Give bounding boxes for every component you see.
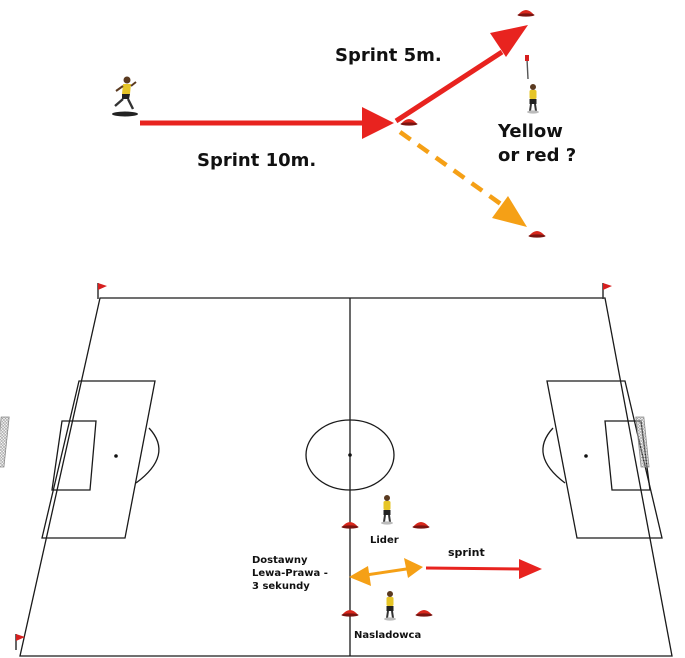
left-penalty-spot: [114, 454, 118, 458]
left-penalty-arc: [135, 427, 160, 484]
sprint-10m-arrowhead: [362, 107, 394, 139]
right-goal-area: [604, 420, 651, 491]
cone-icon: [341, 610, 359, 617]
shuffle-label-line1: Dostawny: [252, 555, 308, 566]
right-goal-net-icon: [635, 416, 650, 468]
left-goal-area: [51, 420, 97, 491]
sprint-5m-label: Sprint 5m.: [335, 45, 442, 66]
signal-player-icon: [525, 55, 540, 115]
cone-icon: [341, 522, 359, 529]
runner-player-icon: [112, 76, 138, 117]
sprint-arrowhead: [519, 559, 542, 579]
cone-icon: [415, 610, 433, 617]
leader-player-icon: [380, 494, 394, 526]
follower-label: Nasladowca: [354, 630, 422, 641]
corner-flag-top-right-icon: [602, 282, 613, 300]
sprint-10m-label: Sprint 10m.: [197, 150, 317, 171]
center-spot: [348, 453, 352, 457]
leader-label: Lider: [370, 535, 399, 546]
right-penalty-spot: [584, 454, 588, 458]
football-pitch: [19, 297, 673, 657]
right-penalty-area: [546, 380, 663, 539]
left-goal-net-icon: [0, 416, 10, 468]
decision-cone-icon: [400, 119, 418, 126]
alt-path-arrowhead: [492, 196, 527, 227]
sprint-label: sprint: [448, 546, 485, 559]
center-circle: [305, 419, 395, 491]
shuffle-label-line3: 3 sekundy: [252, 581, 310, 592]
yellow-target-cone-icon: [528, 231, 546, 238]
shuffle-arrow: [349, 558, 423, 586]
sprint-arrow-shaft: [425, 566, 523, 571]
corner-flag-top-left-icon: [97, 282, 108, 300]
cone-icon: [412, 522, 430, 529]
sprint-5m-arrow-shaft: [394, 49, 504, 124]
red-target-cone-icon: [517, 10, 535, 17]
pitch-outline: [19, 297, 673, 657]
decision-label-line2: or red ?: [498, 145, 577, 166]
shuffle-label-line2: Lewa-Prawa -: [252, 568, 328, 579]
sprint-5m-arrowhead: [490, 25, 528, 57]
left-penalty-area: [41, 380, 156, 539]
top-drill: [112, 10, 546, 238]
right-penalty-arc: [542, 427, 566, 484]
follower-player-icon: [383, 590, 397, 622]
decision-label-line1: Yellow: [498, 121, 563, 142]
alt-path-dashed-arrow: [398, 130, 507, 209]
